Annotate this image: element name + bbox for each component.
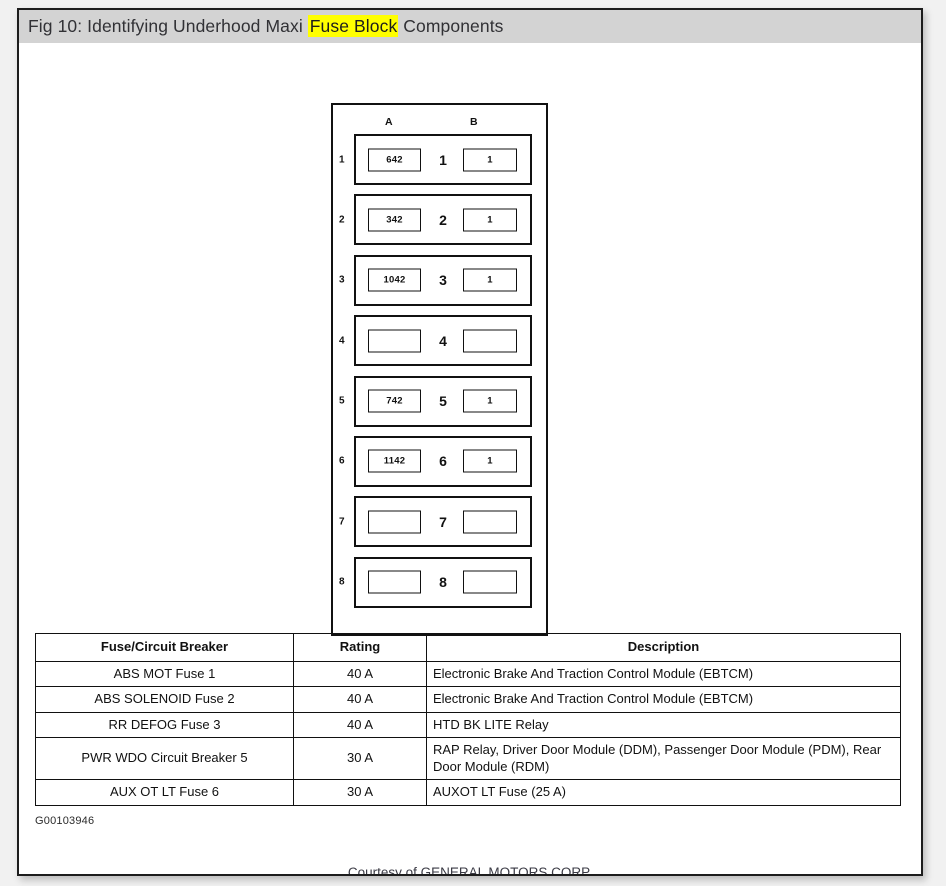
table-row: AUX OT LT Fuse 6 30 A AUXOT LT Fuse (25 … bbox=[35, 779, 901, 806]
fuse-slot-b: 1 bbox=[463, 268, 517, 292]
cell-rating: 40 A bbox=[293, 660, 427, 687]
fuse-column-header-b: B bbox=[470, 116, 478, 128]
fuse-slot-a bbox=[368, 329, 421, 353]
document-page: Fig 10: Identifying Underhood Maxi Fuse … bbox=[17, 8, 923, 876]
cell-fuse: RR DEFOG Fuse 3 bbox=[35, 711, 294, 738]
cell-rating: 30 A bbox=[293, 779, 427, 806]
fuse-row-frame: 8 bbox=[354, 556, 532, 608]
fuse-row-center-number: 5 bbox=[439, 393, 447, 410]
fuse-slot-a: 342 bbox=[368, 208, 421, 232]
cell-description: Electronic Brake And Traction Control Mo… bbox=[426, 660, 901, 687]
fuse-row-frame: 1142 6 1 bbox=[354, 435, 532, 487]
fuse-slot-b bbox=[463, 510, 517, 534]
fuse-row-index: 4 bbox=[339, 335, 345, 347]
fuse-row-index: 8 bbox=[339, 576, 345, 588]
fuse-row: 8 8 bbox=[333, 556, 546, 608]
fuse-legend-table: Fuse/Circuit Breaker Rating Description … bbox=[35, 633, 901, 806]
fuse-row-center-number: 3 bbox=[439, 272, 447, 289]
fuse-row-index: 3 bbox=[339, 274, 345, 286]
fuse-row-center-number: 7 bbox=[439, 513, 447, 530]
cell-fuse: AUX OT LT Fuse 6 bbox=[35, 779, 294, 806]
cell-fuse: PWR WDO Circuit Breaker 5 bbox=[35, 737, 294, 780]
fuse-row-center-number: 6 bbox=[439, 453, 447, 470]
cell-rating: 40 A bbox=[293, 711, 427, 738]
cell-description: RAP Relay, Driver Door Module (DDM), Pas… bbox=[426, 737, 901, 780]
cell-description: HTD BK LITE Relay bbox=[426, 711, 901, 738]
fuse-slot-b bbox=[463, 329, 517, 353]
fuse-slot-b: 1 bbox=[463, 449, 517, 473]
fuse-row-frame: 7 bbox=[354, 496, 532, 548]
fuse-row: 4 4 bbox=[333, 315, 546, 367]
fuse-row: 6 1142 6 1 bbox=[333, 435, 546, 487]
fuse-row: 2 342 2 1 bbox=[333, 194, 546, 246]
fuse-row-frame: 742 5 1 bbox=[354, 375, 532, 427]
title-suffix: Components bbox=[398, 16, 504, 36]
figure-image-id: G00103946 bbox=[35, 815, 95, 827]
fuse-row-index: 2 bbox=[339, 214, 345, 226]
fuse-row-index: 1 bbox=[339, 154, 345, 165]
table-header-row: Fuse/Circuit Breaker Rating Description bbox=[35, 633, 901, 662]
fuse-row-center-number: 1 bbox=[439, 151, 447, 168]
column-header-rating: Rating bbox=[293, 633, 427, 662]
fuse-row-center-number: 2 bbox=[439, 211, 447, 228]
figure-title-bar: Fig 10: Identifying Underhood Maxi Fuse … bbox=[19, 10, 921, 43]
fuse-row-frame: 342 2 1 bbox=[354, 194, 532, 246]
page-title: Fig 10: Identifying Underhood Maxi Fuse … bbox=[28, 15, 504, 37]
figure-body: A B 1 642 1 1 2 342 2 1 bbox=[19, 43, 921, 874]
fuse-slot-a: 1142 bbox=[368, 449, 421, 473]
fuse-row-center-number: 4 bbox=[439, 332, 447, 349]
cell-description: AUXOT LT Fuse (25 A) bbox=[426, 779, 901, 806]
fuse-column-header-a: A bbox=[385, 116, 393, 128]
fuse-slot-a: 1042 bbox=[368, 268, 421, 292]
underhood-maxi-fuse-block-diagram: A B 1 642 1 1 2 342 2 1 bbox=[331, 103, 548, 636]
fuse-slot-a bbox=[368, 570, 421, 594]
table-row: RR DEFOG Fuse 3 40 A HTD BK LITE Relay bbox=[35, 711, 901, 738]
fuse-row-frame: 642 1 1 bbox=[354, 134, 532, 185]
title-prefix: Fig 10: Identifying Underhood Maxi bbox=[28, 16, 308, 36]
cell-fuse: ABS SOLENOID Fuse 2 bbox=[35, 686, 294, 713]
fuse-row: 5 742 5 1 bbox=[333, 375, 546, 427]
table-row: ABS MOT Fuse 1 40 A Electronic Brake And… bbox=[35, 660, 901, 687]
fuse-row: 7 7 bbox=[333, 496, 546, 548]
fuse-slot-b: 1 bbox=[463, 208, 517, 232]
cell-description: Electronic Brake And Traction Control Mo… bbox=[426, 686, 901, 713]
courtesy-notice: Courtesy of GENERAL MOTORS CORP. bbox=[347, 865, 593, 876]
fuse-slot-a bbox=[368, 510, 421, 534]
cell-fuse: ABS MOT Fuse 1 bbox=[35, 660, 294, 687]
fuse-row-index: 5 bbox=[339, 395, 345, 407]
fuse-row-index: 6 bbox=[339, 455, 345, 467]
cell-rating: 40 A bbox=[293, 686, 427, 713]
fuse-row: 3 1042 3 1 bbox=[333, 254, 546, 306]
table-row: PWR WDO Circuit Breaker 5 30 A RAP Relay… bbox=[35, 737, 901, 780]
column-header-description: Description bbox=[426, 633, 901, 662]
fuse-slot-b: 1 bbox=[463, 148, 517, 171]
fuse-row-list: 1 642 1 1 2 342 2 1 3 bbox=[333, 134, 546, 626]
fuse-row-frame: 1042 3 1 bbox=[354, 254, 532, 306]
fuse-row-center-number: 8 bbox=[439, 574, 447, 591]
column-header-fuse-circuit-breaker: Fuse/Circuit Breaker bbox=[35, 633, 294, 662]
table-row: ABS SOLENOID Fuse 2 40 A Electronic Brak… bbox=[35, 686, 901, 713]
fuse-row-index: 7 bbox=[339, 516, 345, 528]
fuse-row-frame: 4 bbox=[354, 315, 532, 367]
cell-rating: 30 A bbox=[293, 737, 427, 780]
fuse-slot-a: 642 bbox=[368, 148, 421, 171]
fuse-slot-a: 742 bbox=[368, 389, 421, 413]
fuse-slot-b bbox=[463, 570, 517, 594]
fuse-slot-b: 1 bbox=[463, 389, 517, 413]
fuse-row: 1 642 1 1 bbox=[333, 134, 546, 185]
title-highlight-fuse-block: Fuse Block bbox=[307, 15, 399, 37]
